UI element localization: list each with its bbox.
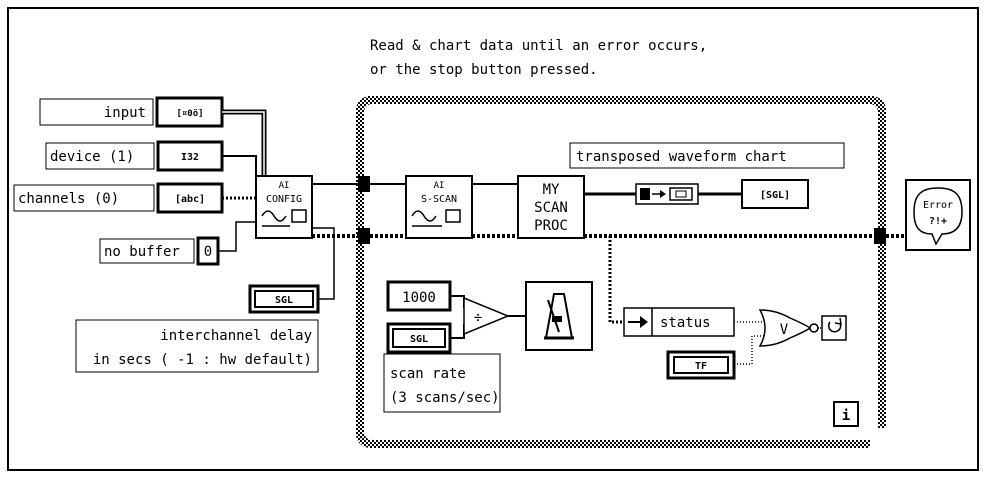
or-symbol: V (780, 322, 789, 338)
chart-label-box: transposed waveform chart (569, 142, 845, 169)
divide-symbol: ÷ (474, 310, 482, 326)
delay-control[interactable]: SGL (248, 284, 320, 314)
scan-rate-line1: scan rate (390, 366, 466, 382)
waveform-icon (261, 210, 287, 222)
or-gate[interactable]: V (758, 309, 819, 347)
divide-node[interactable]: ÷ (463, 296, 510, 336)
wait-timer-node[interactable] (525, 281, 593, 351)
myscan-line2: SCAN (534, 200, 568, 216)
error-branch-wire (608, 236, 624, 324)
myscan-line1: MY (543, 182, 560, 198)
iteration-terminal[interactable]: i (833, 401, 859, 427)
delay-label-box: interchannel delay in secs ( -1 : hw def… (75, 319, 319, 373)
speech-bubble-icon (913, 187, 963, 246)
waveform-icon-2 (411, 210, 437, 222)
no-buffer-control[interactable]: no buffer 0 (99, 236, 220, 266)
device-label: device (1) (50, 149, 134, 165)
my-scan-proc-node[interactable]: MY SCAN PROC (517, 175, 585, 239)
ai-sscan-node[interactable]: AI S-SCAN (405, 175, 473, 239)
ai-sscan-bottom: S-SCAN (421, 194, 457, 205)
input-label: input (104, 105, 146, 121)
stop-type: TF (695, 361, 707, 372)
stop-button-terminal[interactable]: TF (666, 350, 736, 380)
error-line1: Error (923, 200, 953, 211)
loop-arrow-icon (827, 321, 842, 333)
error-handler-node[interactable]: Error ?!+ (905, 179, 971, 251)
myscan-line3: PROC (534, 218, 568, 234)
rate-value: 1000 (402, 290, 436, 306)
scan-rate-line2: (3 scans/sec) (390, 390, 500, 406)
no-buffer-wire (218, 221, 256, 252)
ai-config-node[interactable]: AI CONFIG (255, 175, 313, 239)
ai-config-bottom: CONFIG (266, 194, 302, 205)
scan-rate-control[interactable]: SGL (386, 322, 452, 354)
tunnel-taskid (358, 176, 370, 192)
ai-config-top: AI (279, 181, 290, 191)
delay-wire (310, 227, 335, 300)
status-label: status (660, 315, 711, 331)
delay-type: SGL (275, 295, 293, 306)
device-type: I32 (181, 152, 199, 163)
channels-type: [abc] (175, 194, 205, 205)
tunnel-error-in (358, 228, 370, 244)
delay-label-line1: interchannel delay (160, 328, 312, 344)
chart-terminal[interactable]: [SGL] (741, 179, 809, 209)
loop-corner-notch (870, 428, 890, 452)
tunnel-error-out (874, 228, 886, 244)
channels-control[interactable]: channels (0) [abc] (13, 182, 224, 214)
no-buffer-label: no buffer (104, 244, 180, 260)
computer-icon-2 (445, 209, 461, 223)
stop-wire (734, 335, 766, 365)
no-buffer-value: 0 (204, 244, 212, 260)
iteration-symbol: i (842, 408, 850, 424)
input-type-icon: [¤0ö] (176, 109, 203, 119)
chart-label: transposed waveform chart (576, 149, 787, 165)
channels-label: channels (0) (18, 191, 119, 207)
delay-label-line2: in secs ( -1 : hw default) (93, 352, 312, 368)
computer-icon (291, 209, 307, 223)
loop-condition-terminal[interactable] (821, 315, 847, 341)
error-line2: ?!+ (929, 216, 947, 227)
scan-rate-type: SGL (410, 334, 428, 345)
comment-line2: or the stop button pressed. (370, 62, 598, 78)
ai-sscan-top: AI (434, 181, 445, 191)
rate-constant[interactable]: 1000 (386, 280, 452, 312)
scan-rate-label-box: scan rate (3 scans/sec) (383, 353, 501, 413)
unbundle-status-node[interactable]: status (623, 307, 735, 337)
transpose-node[interactable] (635, 183, 699, 205)
device-control[interactable]: device (1) I32 (45, 140, 224, 172)
chart-type: [SGL] (760, 190, 790, 201)
input-control[interactable]: input [¤0ö] (39, 96, 224, 128)
comment-line1: Read & chart data until an error occurs, (370, 38, 707, 54)
device-wire (222, 155, 257, 176)
